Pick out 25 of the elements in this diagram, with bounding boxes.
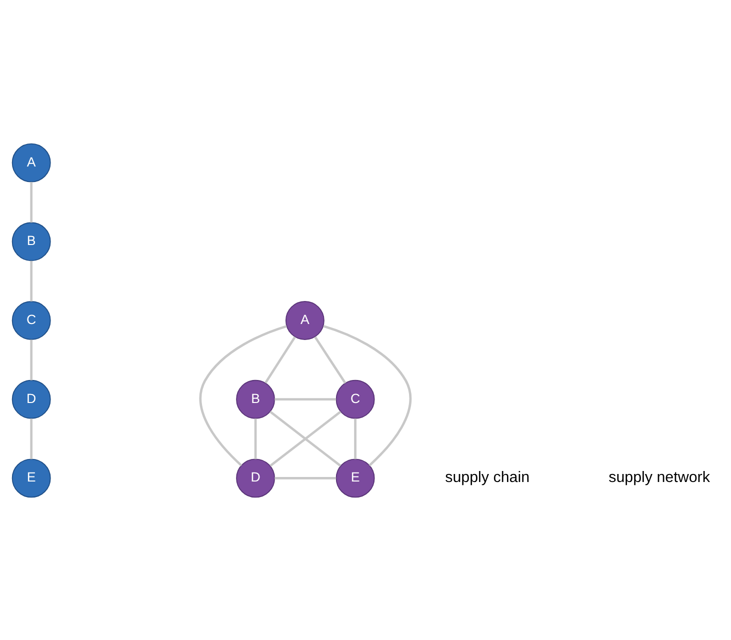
node-circle: E (336, 458, 375, 498)
connector (274, 476, 336, 479)
label: supply network (608, 468, 710, 486)
node-circle: D (236, 458, 276, 498)
connector (30, 339, 33, 380)
node-circle: E (12, 458, 51, 498)
connector (323, 324, 412, 466)
node-circle: B (236, 379, 276, 418)
connector (354, 418, 356, 459)
node-circle: C (336, 379, 375, 418)
connector (30, 260, 33, 301)
connector (30, 182, 33, 222)
connector (30, 418, 33, 459)
connector (254, 418, 257, 459)
node-circle: B (12, 222, 51, 261)
node-circle: A (12, 142, 51, 182)
connector (314, 336, 346, 384)
node-circle: A (285, 300, 324, 340)
node-circle: C (12, 300, 51, 340)
connector (270, 410, 342, 466)
node-circle: D (12, 379, 51, 418)
connector (264, 336, 296, 383)
connector (274, 398, 336, 400)
label: supply chain (445, 468, 530, 486)
connector (199, 324, 287, 466)
